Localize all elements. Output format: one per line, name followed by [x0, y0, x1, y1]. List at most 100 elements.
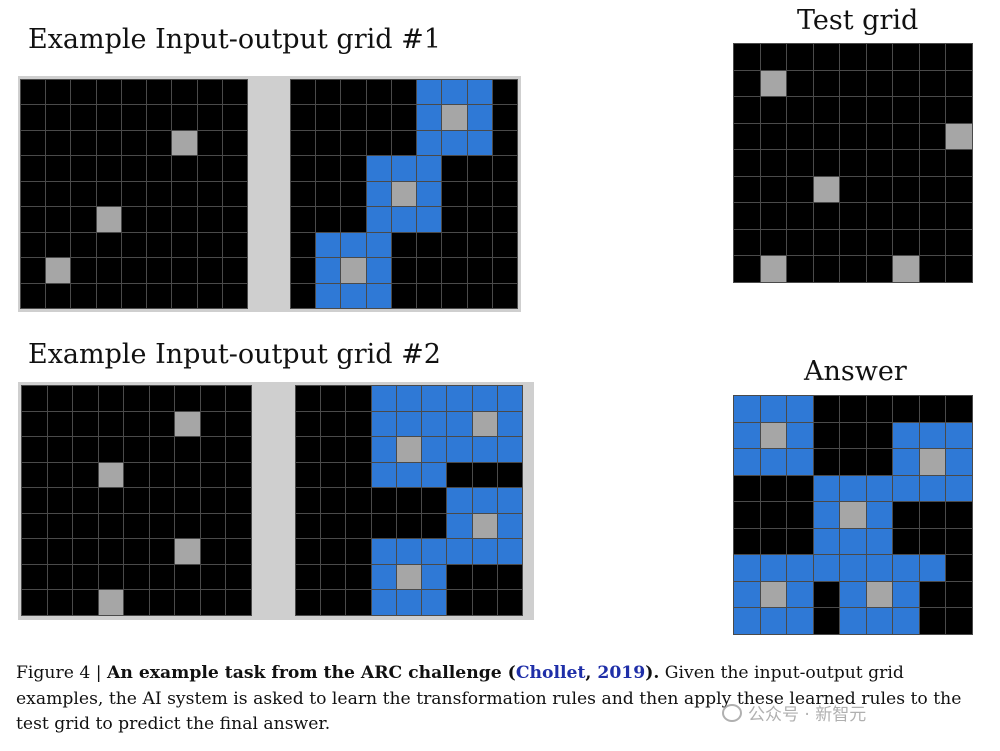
grid-cell [840, 176, 866, 203]
grid-cell [73, 411, 98, 437]
citation-author-link[interactable]: Chollet [515, 663, 586, 683]
grid-cell [396, 513, 422, 539]
grid-cell [422, 488, 447, 513]
grid-cell [124, 462, 149, 488]
grid-cell [734, 502, 760, 528]
grid-cell [893, 176, 919, 203]
caption-close-paren: ). [645, 663, 660, 683]
grid-cell [73, 437, 98, 462]
grid-cell [147, 80, 172, 105]
grid-cell [321, 386, 346, 411]
grid-cell [321, 437, 346, 462]
grid-cell [866, 70, 893, 97]
grid-cell [200, 411, 226, 437]
grid-cell [71, 105, 96, 130]
grid-cell [96, 105, 121, 130]
blue-cell [866, 608, 893, 634]
grid-cell [149, 488, 175, 513]
grid-cell [222, 207, 247, 232]
blue-cell [371, 462, 396, 488]
grid-cell [96, 156, 121, 181]
grid-cell [226, 590, 251, 615]
grid-cell [946, 502, 972, 528]
grid-cell [291, 283, 316, 308]
blue-cell [787, 422, 813, 449]
grid-cell [787, 97, 813, 123]
grid-cell [200, 488, 226, 513]
grid-cell [47, 539, 73, 564]
grid-cell [124, 386, 149, 411]
gray-cell [946, 123, 972, 150]
grid-cell [787, 70, 813, 97]
grid-cell [734, 97, 760, 123]
wechat-icon [722, 703, 742, 722]
gray-cell [391, 181, 417, 207]
grid-cell [200, 539, 226, 564]
grid-cell [197, 130, 222, 156]
grid-cell [734, 475, 760, 502]
grid-cell [346, 411, 371, 437]
grid-cell [22, 386, 47, 411]
grid-cell [124, 590, 149, 615]
grid-cell [893, 123, 919, 150]
grid-cell [96, 232, 121, 258]
grid-cell [919, 256, 946, 282]
grid-cell [919, 44, 946, 70]
grid-cell [787, 123, 813, 150]
grid-cell [813, 229, 840, 256]
blue-cell [447, 488, 472, 513]
blue-cell [866, 475, 893, 502]
grid-cell [222, 232, 247, 258]
grid-cell [946, 97, 972, 123]
grid-cell [22, 437, 47, 462]
grid-cell [813, 608, 840, 634]
blue-cell [396, 386, 422, 411]
grid-cell [760, 475, 787, 502]
blue-cell [813, 475, 840, 502]
example-2-input-grid [21, 385, 252, 616]
gray-cell [760, 256, 787, 282]
blue-cell [422, 539, 447, 564]
blue-cell [840, 555, 866, 581]
grid-cell [172, 232, 197, 258]
grid-cell [417, 258, 442, 283]
grid-cell [175, 488, 200, 513]
blue-cell [866, 502, 893, 528]
grid-cell [366, 80, 391, 105]
grid-cell [222, 258, 247, 283]
grid-cell [447, 590, 472, 615]
grid-cell [341, 207, 366, 232]
grid-cell [760, 502, 787, 528]
grid-cell [366, 130, 391, 156]
grid-cell [787, 203, 813, 229]
grid-cell [919, 97, 946, 123]
blue-cell [366, 232, 391, 258]
blue-cell [366, 207, 391, 232]
grid-cell [341, 156, 366, 181]
gray-cell [396, 564, 422, 590]
gray-cell [442, 105, 467, 130]
grid-cell [760, 176, 787, 203]
grid-cell [346, 590, 371, 615]
grid-cell [341, 181, 366, 207]
grid-cell [472, 590, 497, 615]
grid-cell [893, 229, 919, 256]
grid-cell [497, 462, 522, 488]
grid-cell [391, 232, 417, 258]
grid-cell [149, 386, 175, 411]
grid-cell [47, 386, 73, 411]
grid-cell [946, 396, 972, 422]
citation-year-link[interactable]: 2019 [597, 663, 646, 683]
gray-cell [98, 590, 124, 615]
grid-cell [46, 80, 71, 105]
blue-cell [734, 422, 760, 449]
grid-cell [172, 283, 197, 308]
grid-cell [946, 528, 972, 555]
grid-cell [866, 150, 893, 176]
grid-cell [391, 130, 417, 156]
blue-cell [734, 555, 760, 581]
grid-cell [147, 105, 172, 130]
grid-cell [172, 258, 197, 283]
grid-cell [893, 97, 919, 123]
grid-cell [291, 232, 316, 258]
